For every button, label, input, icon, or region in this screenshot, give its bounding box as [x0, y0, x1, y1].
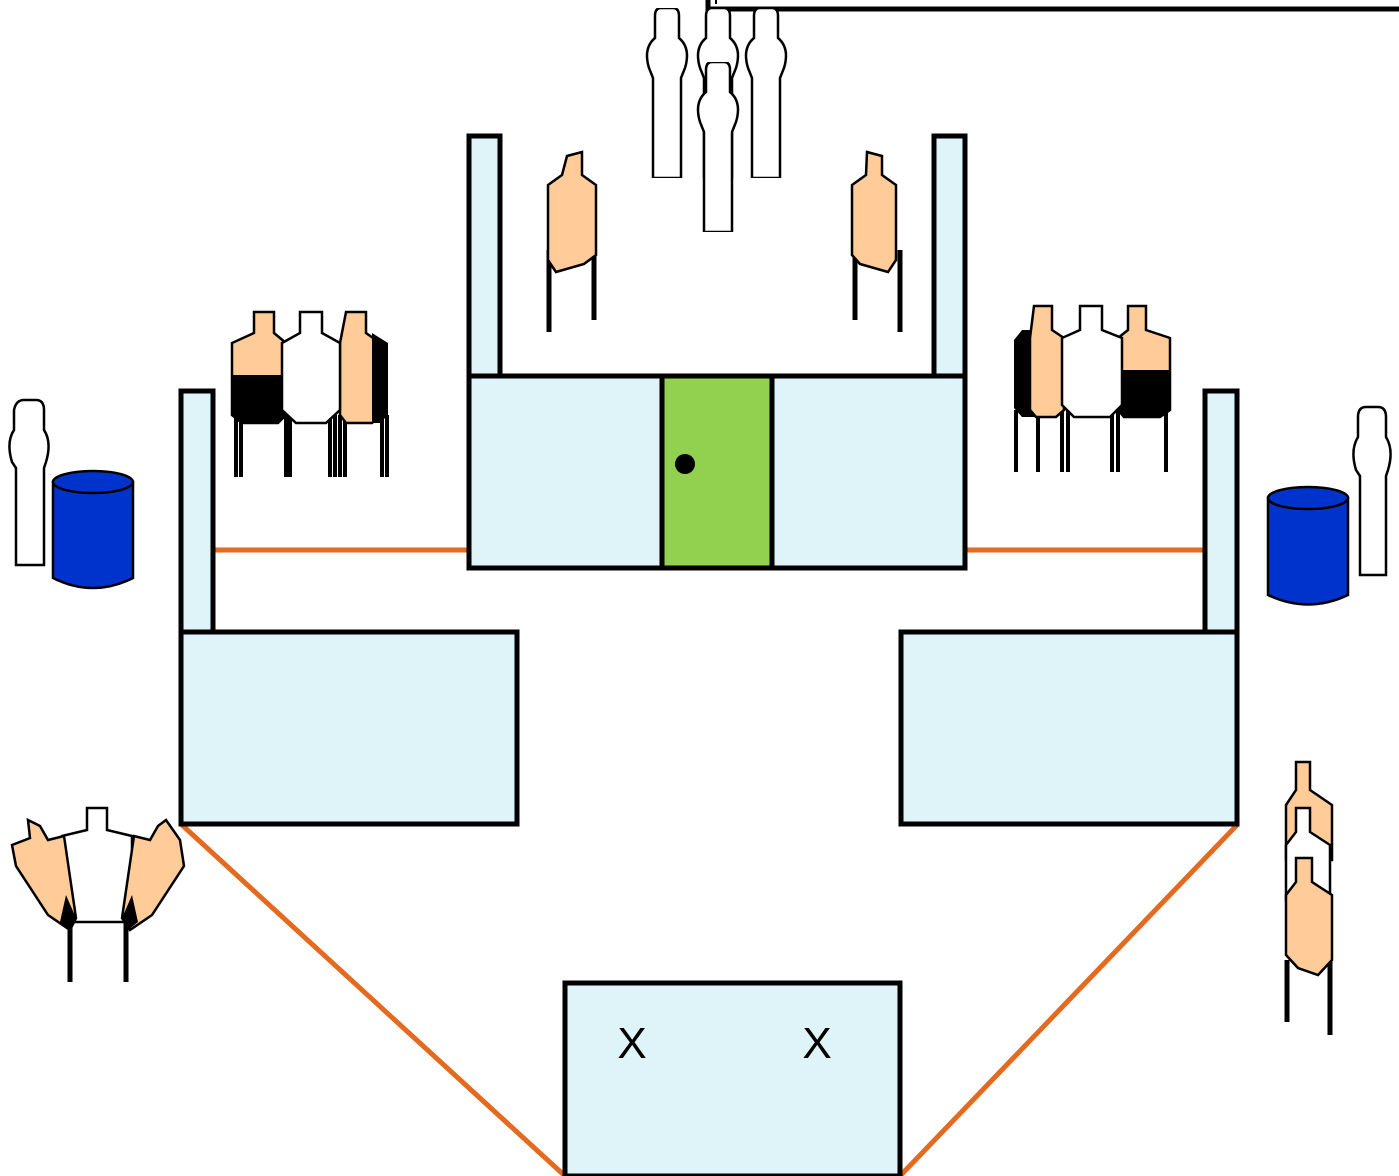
start-box: [562, 980, 903, 1176]
popper-right: [1352, 405, 1392, 577]
target-array-lower-right: [1284, 760, 1334, 1035]
start-mark-right: X: [802, 1019, 831, 1068]
door-knob: [675, 454, 695, 474]
door: [659, 373, 775, 571]
target-top-left: [546, 150, 598, 332]
popper-left: [8, 398, 50, 567]
hard-cover: [122, 895, 138, 930]
start-mark-left: X: [617, 1019, 646, 1068]
no-shoot-target: [1060, 304, 1124, 419]
hard-cover: [1118, 370, 1170, 417]
wall-center-right: [769, 373, 968, 571]
popper: [744, 8, 788, 178]
popper: [645, 8, 689, 178]
top-frame: [705, 0, 1399, 12]
target: [1028, 304, 1066, 419]
wall-left-block: [178, 629, 520, 827]
target-array-left: [230, 310, 389, 477]
wall-top-right-post: [931, 133, 968, 379]
fault-line-left-lower: [180, 823, 567, 1176]
hard-cover: [232, 375, 286, 423]
fault-lines: [180, 547, 1239, 1176]
hard-cover: [372, 333, 388, 423]
hard-cover: [60, 895, 76, 930]
target: [1284, 856, 1334, 977]
wall-right-block: [898, 629, 1240, 827]
target-array-lower-left: [10, 806, 186, 982]
fault-line-right-lower: [898, 823, 1239, 1176]
target-array-right: [1014, 304, 1172, 472]
barrel-right: [1266, 485, 1350, 606]
barrel-left: [51, 469, 135, 590]
wall-right-post: [1202, 388, 1240, 636]
wall-left-post: [178, 388, 216, 636]
wall-top-left-post: [466, 133, 503, 379]
target-top-right: [850, 150, 903, 332]
wall-center-left: [466, 373, 665, 571]
walls: [178, 133, 1240, 1176]
no-shoot-target: [280, 310, 342, 425]
popper-cluster-top: [645, 8, 788, 232]
